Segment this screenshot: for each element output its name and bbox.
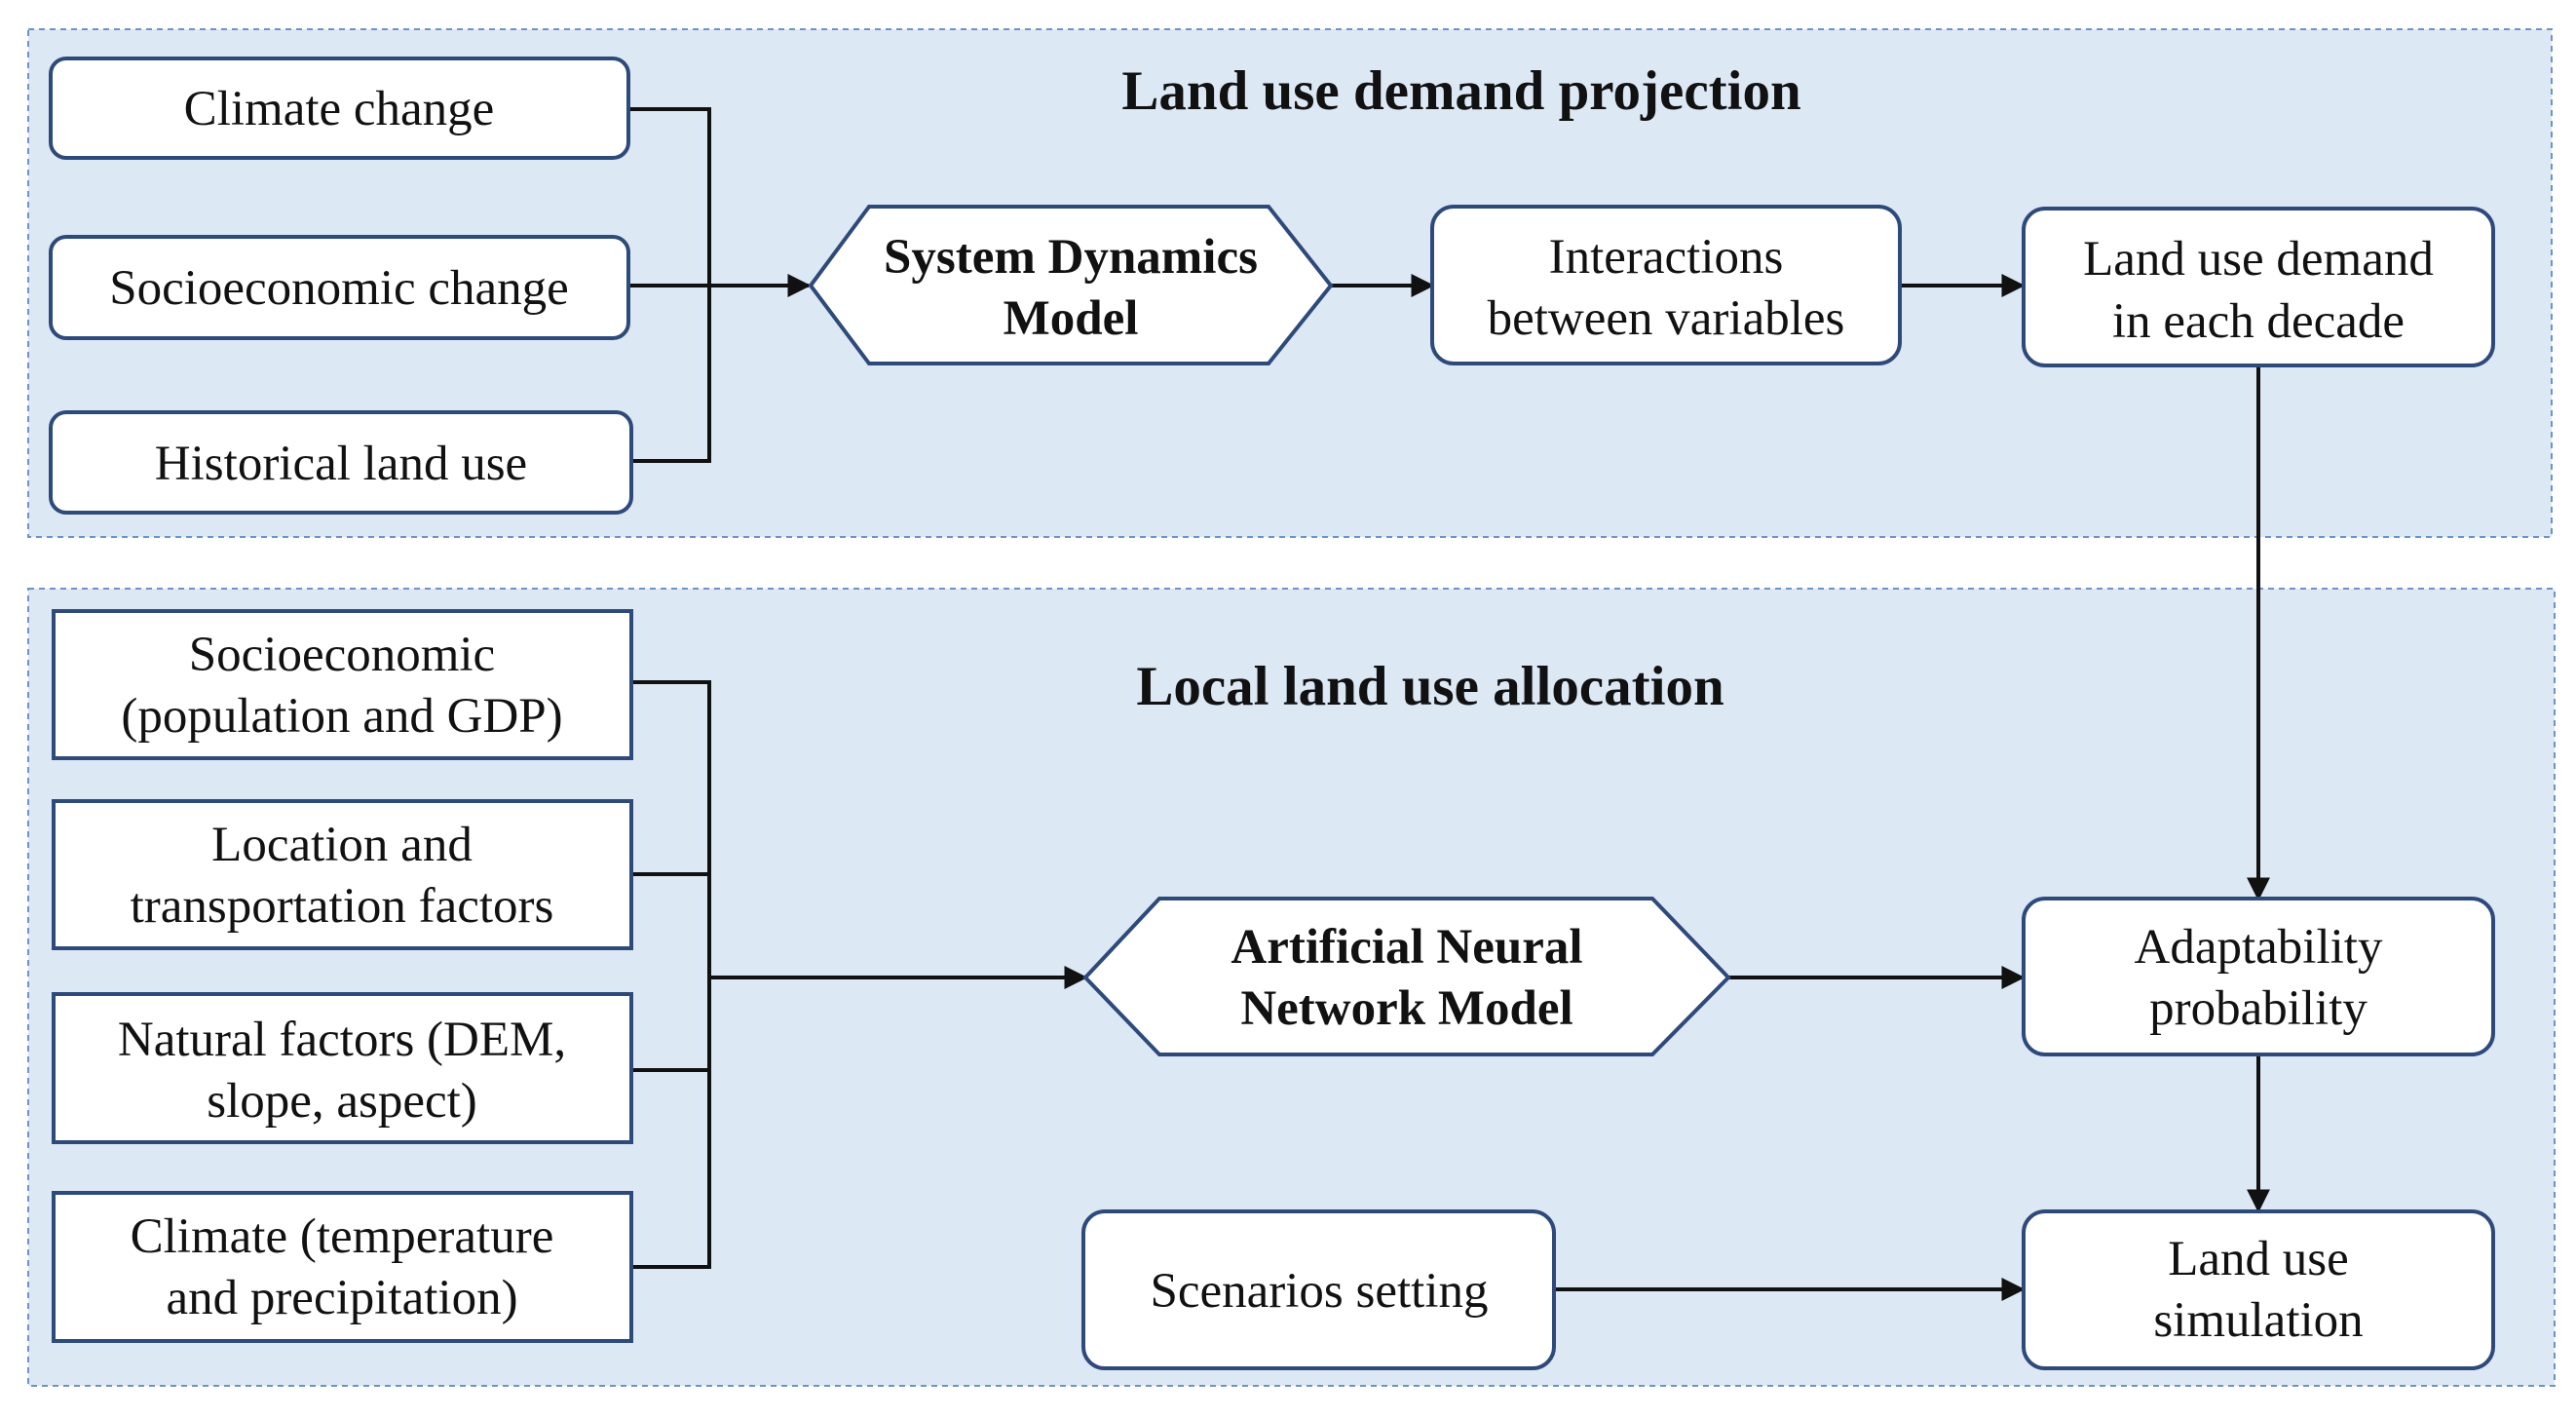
adaptability-probability-label-line2: probability bbox=[2149, 981, 2368, 1036]
climate-factors-box bbox=[52, 1191, 633, 1343]
climate-factors-label-line1: Climate (temperature bbox=[131, 1209, 554, 1264]
socioeconomic-factors-label-line1: Socioeconomic bbox=[189, 628, 495, 682]
connector-factors-bus bbox=[631, 680, 711, 1269]
ann-model-label-line2: Network Model bbox=[1240, 981, 1572, 1036]
land-use-simulation-label-line2: simulation bbox=[2153, 1293, 2363, 1348]
local-allocation-title: Local land use allocation bbox=[1136, 656, 1724, 717]
interactions-label-line1: Interactions bbox=[1549, 230, 1784, 285]
land-use-demand-label-line2: in each decade bbox=[2112, 294, 2405, 349]
node-land-use-simulation: Land use simulation bbox=[2022, 1209, 2495, 1370]
node-interactions: Interactions between variables bbox=[1430, 205, 1902, 365]
historical-land-use-label: Historical land use bbox=[155, 437, 527, 491]
land-use-demand-label-line1: Land use demand bbox=[2083, 232, 2434, 287]
location-transport-box bbox=[52, 799, 633, 950]
socioeconomic-change-box bbox=[49, 235, 630, 340]
adaptability-probability-label-line1: Adaptability bbox=[2135, 920, 2383, 975]
interactions-label-line2: between variables bbox=[1488, 291, 1845, 346]
demand-projection-title: Land use demand projection bbox=[1121, 60, 1800, 122]
socioeconomic-change-label: Socioeconomic change bbox=[109, 261, 569, 316]
node-socioeconomic-factors: Socioeconomic (population and GDP) bbox=[52, 609, 633, 760]
node-system-dynamics-model: System Dynamics Model bbox=[808, 205, 1334, 365]
socioeconomic-factors-label-line2: (population and GDP) bbox=[121, 689, 562, 744]
socioeconomic-factors-box bbox=[52, 609, 633, 760]
node-climate-factors: Climate (temperature and precipitation) bbox=[52, 1191, 633, 1343]
connector-historical-land-use bbox=[631, 286, 711, 463]
demand-connectors bbox=[628, 107, 2270, 901]
ann-model-label-line1: Artificial Neural bbox=[1231, 920, 1582, 975]
land-use-demand-box bbox=[2022, 207, 2495, 367]
allocation-connectors bbox=[631, 680, 2270, 1301]
connector-climate-change bbox=[628, 107, 711, 286]
system-dynamics-hexagon bbox=[808, 205, 1334, 365]
climate-change-box bbox=[49, 57, 630, 160]
node-adaptability-probability: Adaptability probability bbox=[2022, 897, 2495, 1056]
adaptability-probability-box bbox=[2022, 897, 2495, 1056]
node-land-use-demand: Land use demand in each decade bbox=[2022, 207, 2495, 367]
location-transport-label-line1: Location and bbox=[211, 818, 473, 872]
natural-factors-box bbox=[52, 992, 633, 1144]
interactions-box bbox=[1430, 205, 1902, 365]
location-transport-label-line2: transportation factors bbox=[131, 879, 554, 934]
climate-change-label: Climate change bbox=[184, 82, 495, 136]
natural-factors-label-line1: Natural factors (DEM, bbox=[118, 1013, 566, 1067]
node-climate-change: Climate change bbox=[49, 57, 630, 160]
node-socioeconomic-change: Socioeconomic change bbox=[49, 235, 630, 340]
natural-factors-label-line2: slope, aspect) bbox=[207, 1074, 477, 1129]
historical-land-use-box bbox=[49, 410, 633, 515]
ann-model-hexagon bbox=[1082, 897, 1731, 1056]
system-dynamics-label-line2: Model bbox=[1004, 291, 1139, 346]
node-location-transport: Location and transportation factors bbox=[52, 799, 633, 950]
node-ann-model: Artificial Neural Network Model bbox=[1082, 897, 1731, 1056]
scenarios-setting-box bbox=[1081, 1209, 1556, 1370]
scenarios-setting-label: Scenarios setting bbox=[1150, 1264, 1488, 1319]
node-natural-factors: Natural factors (DEM, slope, aspect) bbox=[52, 992, 633, 1144]
land-use-simulation-label-line1: Land use bbox=[2168, 1232, 2349, 1286]
node-historical-land-use: Historical land use bbox=[49, 410, 633, 515]
climate-factors-label-line2: and precipitation) bbox=[166, 1271, 517, 1325]
node-scenarios-setting: Scenarios setting bbox=[1081, 1209, 1556, 1370]
system-dynamics-label-line1: System Dynamics bbox=[884, 230, 1258, 285]
land-use-simulation-box bbox=[2022, 1209, 2495, 1370]
